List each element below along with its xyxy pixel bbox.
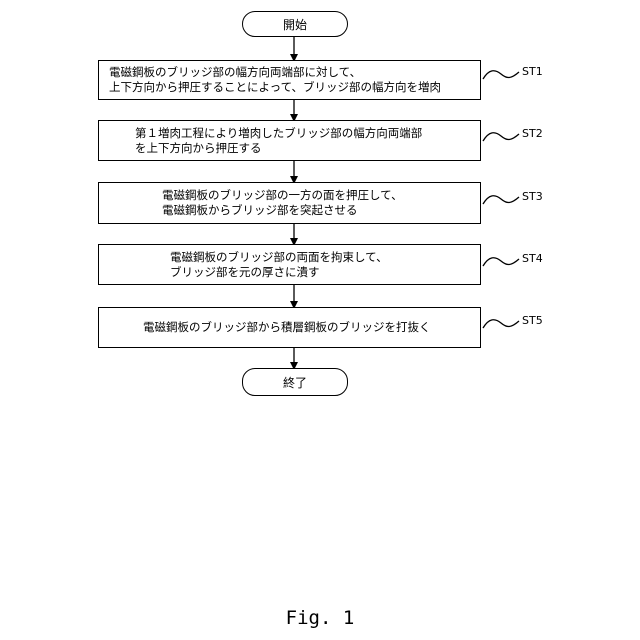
step-st2-line-2: を上下方向から押圧する (135, 141, 480, 156)
step-label-st5: ST5 (522, 314, 543, 327)
leader-st1 (483, 71, 519, 79)
end-label: 終了 (283, 374, 307, 391)
step-st1-line-1: 電磁鋼板のブリッジ部の幅方向両端部に対して、 (109, 65, 480, 80)
leader-st2 (483, 133, 519, 141)
step-st2-box: 第１増肉工程により増肉したブリッジ部の幅方向両端部 を上下方向から押圧する (98, 120, 481, 161)
step-st1-box: 電磁鋼板のブリッジ部の幅方向両端部に対して、 上下方向から押圧することによって、… (98, 60, 481, 100)
step-label-st4: ST4 (522, 252, 543, 265)
step-st2-line-1: 第１増肉工程により増肉したブリッジ部の幅方向両端部 (135, 126, 480, 141)
step-label-st3: ST3 (522, 190, 543, 203)
start-label: 開始 (283, 16, 307, 33)
step-st5-line-1: 電磁鋼板のブリッジ部から積層鋼板のブリッジを打抜く (143, 320, 480, 335)
end-node: 終了 (242, 368, 348, 396)
start-node: 開始 (242, 11, 348, 37)
step-st5-box: 電磁鋼板のブリッジ部から積層鋼板のブリッジを打抜く (98, 307, 481, 348)
step-st3-line-1: 電磁鋼板のブリッジ部の一方の面を押圧して、 (162, 188, 480, 203)
step-st4-box: 電磁鋼板のブリッジ部の両面を拘束して、 ブリッジ部を元の厚さに潰す (98, 244, 481, 285)
step-st4-line-1: 電磁鋼板のブリッジ部の両面を拘束して、 (170, 250, 480, 265)
leader-st5 (483, 320, 519, 328)
step-label-st2: ST2 (522, 127, 543, 140)
leader-st3 (483, 196, 519, 204)
step-st1-line-2: 上下方向から押圧することによって、ブリッジ部の幅方向を増肉 (109, 80, 480, 95)
figure-caption: Fig. 1 (0, 607, 640, 629)
step-st4-line-2: ブリッジ部を元の厚さに潰す (170, 265, 480, 280)
step-st3-line-2: 電磁鋼板からブリッジ部を突起させる (162, 203, 480, 218)
step-label-st1: ST1 (522, 65, 543, 78)
leader-st4 (483, 258, 519, 266)
step-st3-box: 電磁鋼板のブリッジ部の一方の面を押圧して、 電磁鋼板からブリッジ部を突起させる (98, 182, 481, 224)
